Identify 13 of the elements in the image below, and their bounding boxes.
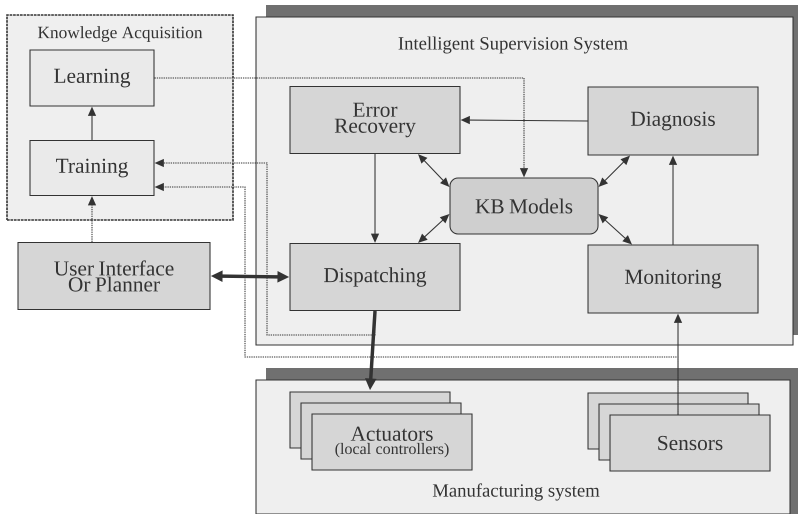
stacked-boxes: Actuators (local controllers) bbox=[289, 391, 473, 471]
process-box: Training bbox=[29, 140, 155, 196]
process-box: Diagnosis bbox=[587, 86, 759, 156]
process-box: User Interface Or Planner bbox=[17, 242, 211, 310]
arrow bbox=[418, 214, 450, 243]
arrow bbox=[598, 156, 630, 187]
process-box: Dispatching bbox=[289, 242, 461, 312]
process-box: Learning bbox=[29, 49, 155, 107]
process-box: Error Recovery bbox=[289, 86, 461, 154]
rounded-box: KB Models bbox=[449, 177, 599, 235]
arrow bbox=[418, 154, 450, 187]
stacked-boxes: Sensors bbox=[587, 392, 771, 472]
process-box: Monitoring bbox=[587, 244, 759, 314]
